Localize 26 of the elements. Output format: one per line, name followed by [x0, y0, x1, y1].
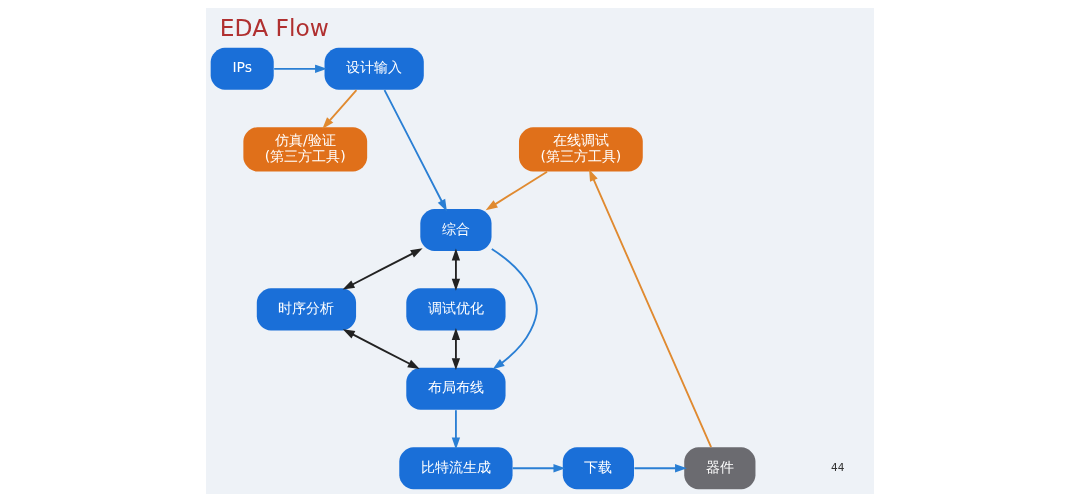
node-box: 下载 — [562, 447, 634, 490]
arrow — [342, 248, 423, 290]
node-box: 综合 — [420, 208, 492, 251]
arrow — [451, 409, 461, 450]
arrow — [589, 169, 713, 449]
arrow — [451, 328, 461, 371]
diagram-title: EDA Flow — [219, 14, 329, 43]
node-box: 时序分析 — [256, 288, 357, 331]
node-box: 在线调试 (第三方工具) — [519, 127, 643, 172]
arrow — [383, 89, 447, 212]
arrow — [511, 464, 566, 473]
node-box: 器件 — [684, 447, 756, 490]
arrow — [273, 64, 327, 73]
node-box: IPs — [210, 47, 274, 90]
arrow — [490, 248, 538, 370]
node-box: 比特流生成 — [399, 447, 513, 490]
label: 44 — [831, 460, 845, 473]
arrow — [342, 329, 420, 369]
arrow — [451, 248, 461, 291]
node-box: 布局布线 — [406, 367, 506, 410]
node-box: 设计输入 — [324, 47, 424, 90]
node-box: 调试优化 — [406, 288, 506, 331]
arrow — [633, 464, 687, 473]
node-box: 仿真/验证 (第三方工具) — [243, 127, 368, 172]
arrow — [485, 170, 548, 211]
arrow — [322, 89, 358, 129]
